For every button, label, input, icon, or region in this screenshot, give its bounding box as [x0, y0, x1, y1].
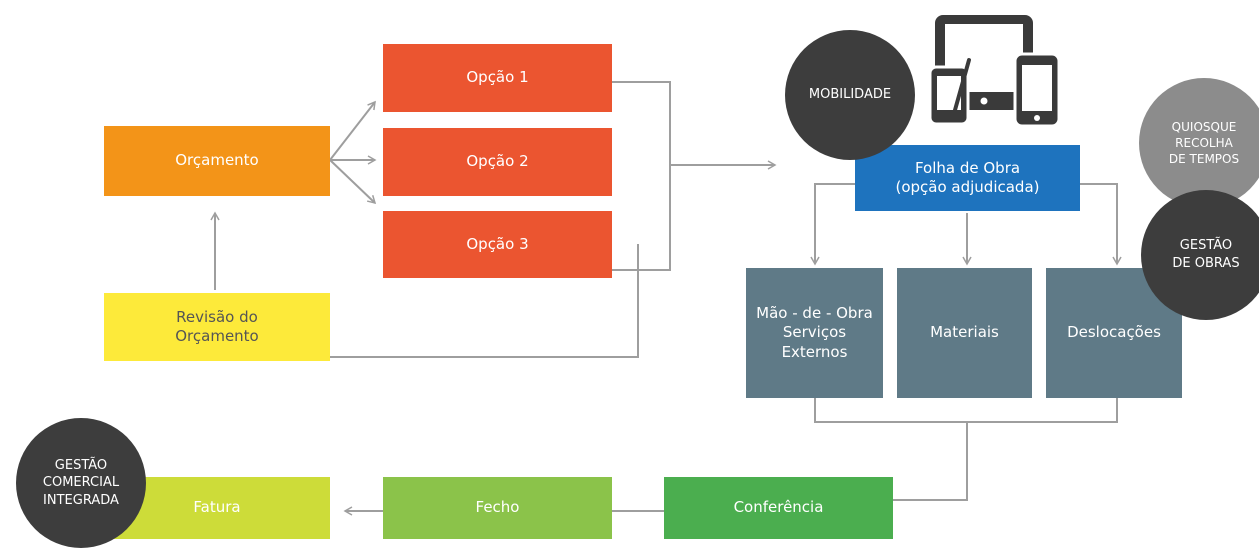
- bottom-bracket: [814, 398, 1118, 423]
- fecho-label: Fecho: [475, 498, 520, 517]
- conferencia-box: Conferência: [664, 477, 893, 539]
- gestao-comercial-label: GESTÃO COMERCIAL INTEGRADA: [42, 457, 120, 508]
- folha-de-obra-label: Folha de Obra (opção adjudicada): [895, 158, 1040, 197]
- quiosque-badge: QUIOSQUE RECOLHA DE TEMPOS: [1139, 78, 1259, 208]
- arrow-to-opcao1: [329, 100, 376, 161]
- orcamento-box: Orçamento: [104, 126, 330, 196]
- gestao-obras-label: GESTÃO DE OBRAS: [1172, 238, 1240, 271]
- small-phone-icon: [928, 58, 971, 126]
- quiosque-label: QUIOSQUE RECOLHA DE TEMPOS: [1168, 119, 1240, 167]
- gestao-obras-badge: GESTÃO DE OBRAS: [1141, 190, 1259, 320]
- arrow-to-opcao3: [329, 159, 377, 205]
- folha-de-obra-box: Folha de Obra (opção adjudicada): [855, 145, 1080, 211]
- fatura-label: Fatura: [193, 498, 241, 517]
- opcao1-box: Opção 1: [383, 44, 612, 112]
- fatura-box: Fatura: [104, 477, 330, 539]
- opcao3-box: Opção 3: [383, 211, 612, 278]
- options-bracket: [612, 81, 671, 271]
- opcao1-label: Opção 1: [466, 68, 529, 87]
- opcao2-label: Opção 2: [466, 152, 529, 171]
- materiais-box: Materiais: [897, 268, 1032, 398]
- materiais-label: Materiais: [930, 323, 999, 342]
- opcao3-label: Opção 3: [466, 234, 529, 253]
- arrow-to-deslocacoes: [1080, 183, 1122, 266]
- revisao-feedback-line: [330, 244, 639, 358]
- devices-illustration: [928, 15, 1061, 127]
- opcao2-box: Opção 2: [383, 128, 612, 196]
- mao-de-obra-box: Mão - de - Obra Serviços Externos: [746, 268, 883, 398]
- phone-icon: [1013, 52, 1061, 127]
- fecho-box: Fecho: [383, 477, 612, 539]
- orcamento-label: Orçamento: [175, 151, 259, 170]
- revisao-box: Revisão do Orçamento: [104, 293, 330, 361]
- mobilidade-badge: MOBILIDADE: [785, 30, 915, 160]
- conferencia-label: Conferência: [733, 498, 824, 517]
- revisao-label: Revisão do Orçamento: [175, 307, 259, 346]
- arrow-to-mao-de-obra: [810, 183, 855, 266]
- mobilidade-label: MOBILIDADE: [808, 87, 892, 103]
- deslocacoes-label: Deslocações: [1067, 323, 1161, 342]
- gestao-comercial-badge: GESTÃO COMERCIAL INTEGRADA: [16, 418, 146, 548]
- line-to-conferencia: [893, 422, 968, 501]
- mao-de-obra-label: Mão - de - Obra Serviços Externos: [756, 303, 873, 361]
